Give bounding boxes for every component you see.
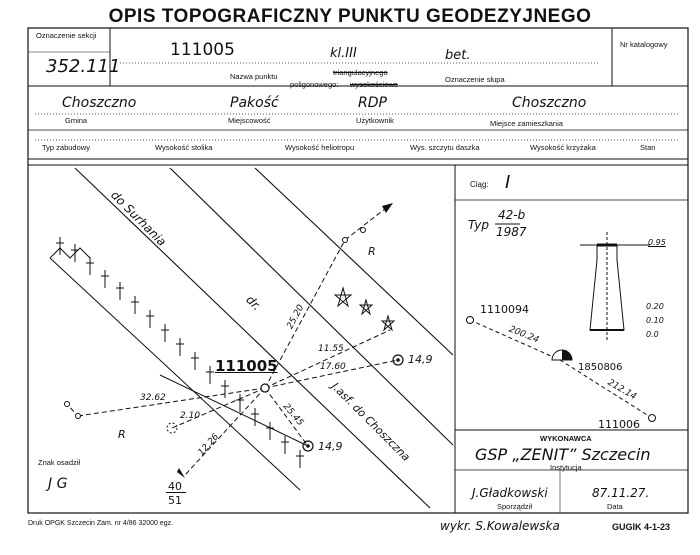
depth-1: 0.20 bbox=[646, 302, 664, 311]
type-top: 42-b bbox=[498, 208, 526, 222]
author-label: Sporządził bbox=[497, 502, 533, 511]
traverse-point-mid: 1850806 bbox=[578, 362, 623, 373]
ciag-value: I bbox=[505, 172, 511, 193]
heliotrope-height-label: Wysokość heliotropu bbox=[285, 143, 355, 152]
ciag-label: Ciąg: bbox=[470, 180, 489, 189]
print-info: Druk OPGK Szczecin Zam. nr 4/86 32000 eg… bbox=[28, 520, 174, 527]
cross-height-label: Wysokość krzyżaka bbox=[530, 143, 596, 152]
town-value: Pakość bbox=[230, 95, 279, 111]
struck-polygon-prefix: poligonowego: bbox=[290, 80, 339, 89]
gmina-value: Choszczno bbox=[62, 95, 137, 111]
institution-label: Instytucja bbox=[550, 463, 582, 472]
user-value: RDP bbox=[358, 95, 387, 111]
marker-label: Oznaczenie słupa bbox=[445, 75, 505, 84]
region-r1: R bbox=[368, 245, 376, 258]
fraction-line bbox=[166, 492, 186, 493]
type-label: Typ bbox=[468, 218, 490, 232]
depth-3: 0.0 bbox=[646, 330, 659, 339]
catalog-label: Nr katalogowy bbox=[620, 40, 668, 49]
center-point-label: 111005 bbox=[215, 357, 278, 375]
depth-2: 0.10 bbox=[646, 316, 664, 325]
gmina-label: Gmina bbox=[65, 116, 88, 125]
executor-label: WYKONAWCA bbox=[540, 434, 592, 443]
traverse-point-right: 111006 bbox=[598, 418, 640, 431]
depth-top: 0.95 bbox=[648, 238, 666, 247]
town-label: Miejscowość bbox=[228, 116, 271, 125]
pillar-diagram bbox=[580, 232, 650, 340]
form-code: GUGIK 4-1-23 bbox=[612, 522, 671, 532]
witness-marker-1 bbox=[392, 354, 404, 366]
distance-2: 11.55 bbox=[318, 344, 344, 354]
section-label: Oznaczenie sekcji bbox=[36, 31, 97, 40]
residence-label: Miejsce zamieszkania bbox=[490, 119, 563, 128]
section-value: 352.111 bbox=[46, 56, 121, 77]
drawn-by: wykr. S.Kowalewska bbox=[440, 519, 560, 533]
region-r2: R bbox=[118, 428, 126, 441]
state-label: Stan bbox=[640, 143, 656, 152]
author-name: J.Gładkowski bbox=[472, 486, 548, 500]
board-height-label: Wys. szczytu daszka bbox=[410, 143, 480, 152]
witness-value-1: 14,9 bbox=[408, 353, 433, 366]
user-label: Użytkownik bbox=[356, 116, 394, 125]
building-type-label: Typ zabudowy bbox=[42, 143, 90, 152]
point-number: 111005 bbox=[170, 40, 235, 60]
type-bottom: 1987 bbox=[496, 225, 527, 239]
fraction-top: 40 bbox=[168, 480, 182, 493]
distance-4: 32.62 bbox=[140, 393, 166, 403]
distance-3: 17.60 bbox=[320, 362, 346, 372]
struck-height: wysokościowe bbox=[350, 80, 398, 89]
struck-triangulation: triangulacyjnego bbox=[333, 68, 388, 77]
mark-label: Znak osadził bbox=[38, 458, 81, 467]
table-height-label: Wysokość stolika bbox=[155, 143, 213, 152]
date-value: 87.11.27. bbox=[592, 486, 650, 500]
executor-company: GSP „ZENIT” Szczecin bbox=[475, 445, 651, 464]
witness-marker-2 bbox=[302, 440, 314, 452]
main-point-marker bbox=[260, 383, 270, 393]
mark-by: J G bbox=[48, 476, 68, 492]
point-name-label: Nazwa punktu bbox=[230, 72, 278, 81]
fraction-bottom: 51 bbox=[168, 494, 182, 507]
tree-symbols bbox=[333, 286, 396, 332]
distance-5: 2.10 bbox=[180, 411, 201, 421]
traverse-point-left: 1110094 bbox=[480, 303, 529, 316]
embankment-hatching bbox=[49, 237, 304, 491]
witness-value-2: 14,9 bbox=[318, 440, 343, 453]
date-label: Data bbox=[607, 502, 623, 511]
point-class: kl.III bbox=[330, 46, 357, 61]
point-marker: bet. bbox=[445, 48, 471, 63]
form-title: OPIS TOPOGRAFICZNY PUNKTU GEODEZYJNEGO bbox=[108, 6, 592, 27]
residence-value: Choszczno bbox=[512, 95, 587, 111]
